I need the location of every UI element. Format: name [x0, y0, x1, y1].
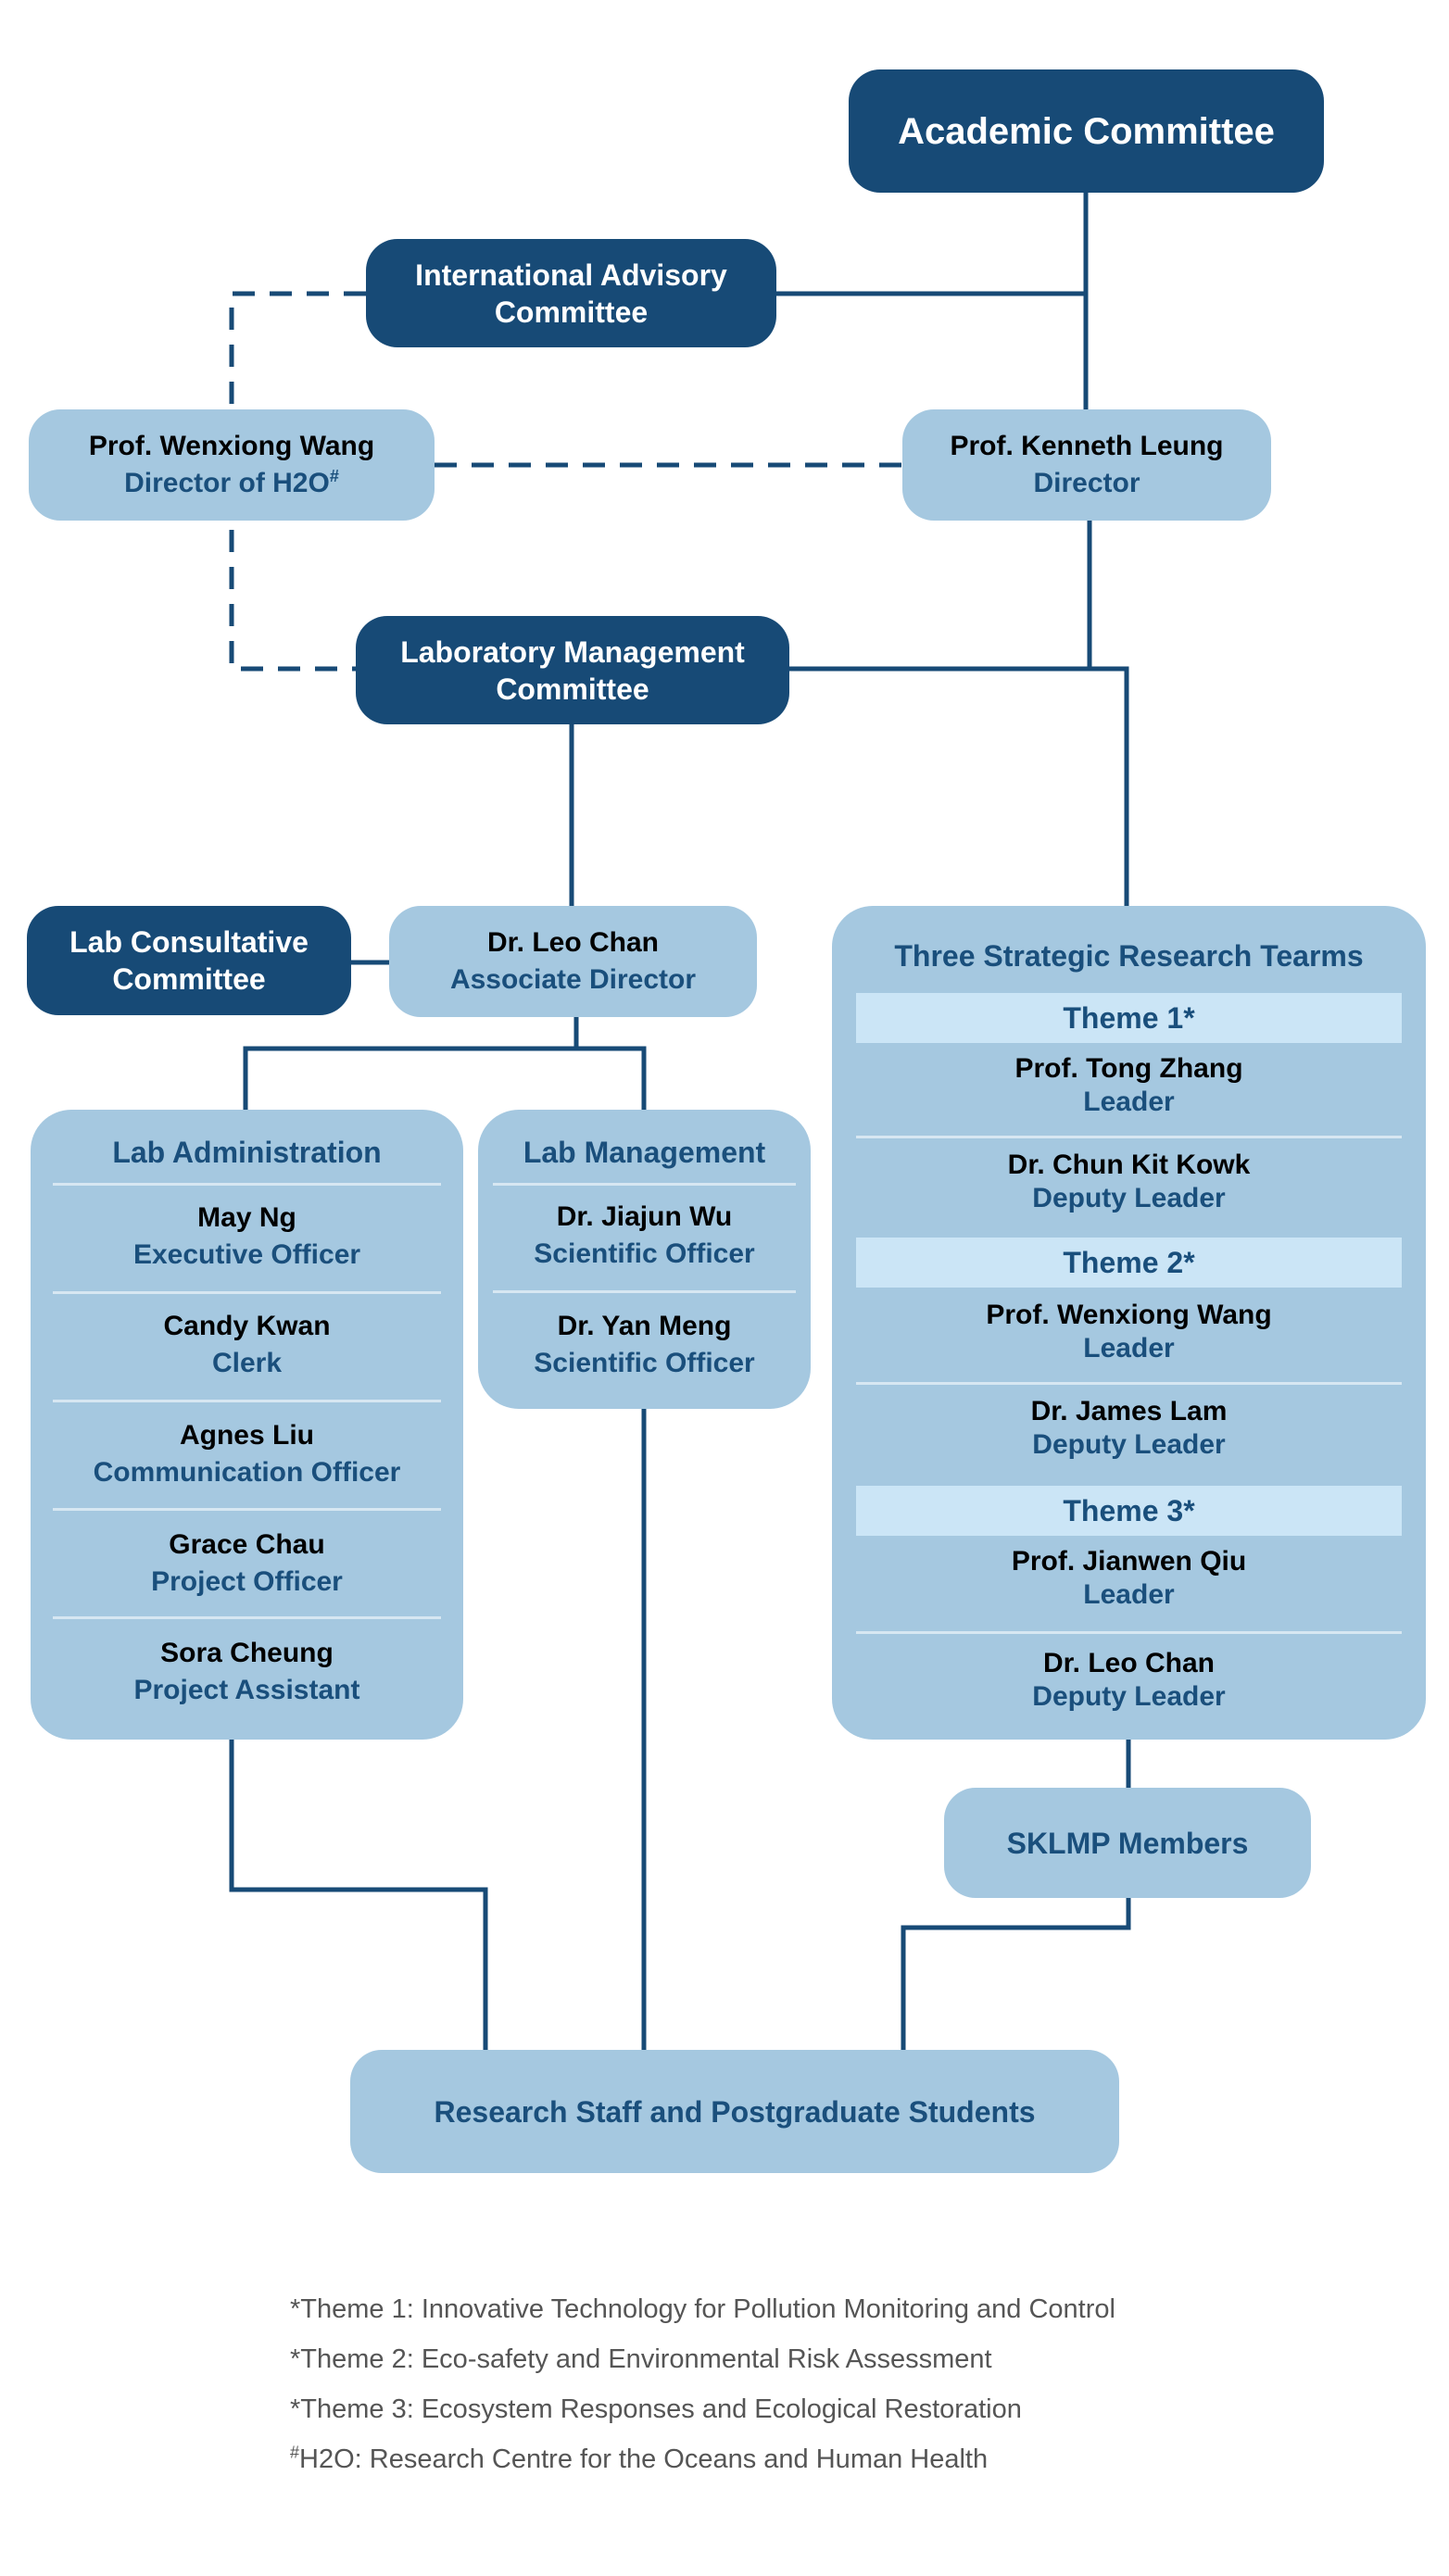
member-role: Deputy Leader [1032, 1429, 1226, 1460]
lab-admin-member: Grace Chau Project Officer [31, 1527, 463, 1601]
footnote-h2o-text: H2O: Research Centre for the Oceans and … [299, 2444, 989, 2474]
international-advisory-label-line1: International Advisory [415, 258, 727, 292]
separator [53, 1400, 441, 1402]
lab-management-panel: Lab Management Dr. Jiajun Wu Scientific … [478, 1110, 811, 1409]
lab-admin-member: Sora Cheung Project Assistant [31, 1635, 463, 1709]
member-name: Dr. Leo Chan [1042, 1648, 1216, 1678]
member-role: Executive Officer [132, 1239, 361, 1270]
member-role: Clerk [211, 1348, 283, 1378]
theme-member: Dr. Leo Chan Deputy Leader [832, 1647, 1426, 1714]
member-role: Deputy Leader [1032, 1681, 1226, 1712]
connector-dashed-left [229, 291, 366, 672]
member-role: Leader [1083, 1579, 1175, 1610]
research-teams-title: Three Strategic Research Tearms [894, 939, 1364, 973]
member-name: Prof. Jianwen Qiu [1011, 1546, 1247, 1577]
research-staff-label: Research Staff and Postgraduate Students [434, 2094, 1036, 2129]
kenneth-leung-role: Director [1033, 468, 1140, 498]
theme-1-band: Theme 1* [856, 993, 1402, 1043]
theme-member: Prof. Wenxiong Wang Leader [832, 1299, 1426, 1365]
separator [493, 1183, 796, 1186]
theme-member: Prof. Tong Zhang Leader [832, 1052, 1426, 1119]
member-role: Scientific Officer [534, 1238, 755, 1269]
theme-2-band: Theme 2* [856, 1238, 1402, 1288]
separator [856, 1631, 1402, 1634]
international-advisory-committee-node: International Advisory Committee [366, 239, 776, 347]
footnote-theme-1: *Theme 1: Innovative Technology for Poll… [290, 2294, 1115, 2324]
lab-mgmt-member: Dr. Jiajun Wu Scientific Officer [478, 1199, 811, 1273]
member-name: Grace Chau [169, 1529, 325, 1560]
member-name: Sora Cheung [160, 1638, 334, 1668]
member-name: Candy Kwan [163, 1311, 331, 1341]
connector-admin-staff [229, 1739, 488, 2050]
leo-chan-role: Associate Director [449, 964, 697, 995]
member-name: May Ng [197, 1202, 296, 1233]
lab-administration-title: Lab Administration [112, 1136, 382, 1169]
international-advisory-label-line2: Committee [494, 295, 649, 329]
connector-labmgmt-teams [788, 666, 1129, 906]
academic-committee-node: Academic Committee [849, 69, 1324, 193]
lab-admin-member: Candy Kwan Clerk [31, 1308, 463, 1382]
academic-committee-label: Academic Committee [898, 110, 1275, 152]
member-role: Leader [1083, 1333, 1175, 1363]
separator [53, 1183, 441, 1186]
member-name: Prof. Tong Zhang [1014, 1053, 1243, 1084]
lab-consultative-committee-node: Lab Consultative Committee [27, 906, 351, 1015]
lab-consultative-label-line2: Committee [112, 962, 266, 996]
connector-leo-split [243, 1016, 647, 1110]
theme-member: Dr. Chun Kit Kowk Deputy Leader [832, 1149, 1426, 1215]
separator [856, 1136, 1402, 1138]
member-role: Deputy Leader [1032, 1183, 1226, 1213]
footnote-h2o: #H2O: Research Centre for the Oceans and… [290, 2444, 988, 2475]
lab-management-title: Lab Management [523, 1136, 766, 1169]
separator [53, 1291, 441, 1294]
separator [493, 1290, 796, 1293]
member-name: Dr. Yan Meng [557, 1311, 732, 1341]
member-name: Agnes Liu [179, 1420, 314, 1451]
theme-member: Prof. Jianwen Qiu Leader [832, 1545, 1426, 1612]
member-role: Project Officer [151, 1566, 343, 1597]
theme-3-band: Theme 3* [856, 1486, 1402, 1536]
leo-chan-node: Dr. Leo Chan Associate Director [389, 906, 757, 1017]
member-name: Dr. Jiajun Wu [556, 1201, 733, 1232]
lab-admin-member: May Ng Executive Officer [31, 1200, 463, 1274]
member-name: Prof. Wenxiong Wang [986, 1300, 1272, 1330]
wenxiong-wang-node: Prof. Wenxiong Wang Director of H2O# [29, 409, 435, 521]
separator [53, 1508, 441, 1511]
sklmp-members-node: SKLMP Members [944, 1788, 1311, 1898]
wenxiong-wang-name: Prof. Wenxiong Wang [88, 431, 375, 461]
separator [856, 1382, 1402, 1385]
separator [53, 1616, 441, 1619]
lab-mgmt-member: Dr. Yan Meng Scientific Officer [478, 1308, 811, 1382]
member-role: Project Assistant [133, 1675, 360, 1705]
theme-member: Dr. James Lam Deputy Leader [832, 1395, 1426, 1462]
member-role: Scientific Officer [534, 1348, 755, 1378]
sklmp-members-label: SKLMP Members [1006, 1826, 1249, 1860]
connector-sklmp-staff [901, 1896, 1131, 2050]
lab-mgmt-committee-label-line2: Committee [496, 672, 649, 706]
leo-chan-name: Dr. Leo Chan [486, 927, 660, 958]
member-role: Communication Officer [93, 1457, 401, 1488]
laboratory-management-committee-node: Laboratory Management Committee [356, 616, 789, 724]
member-name: Dr. James Lam [1030, 1396, 1228, 1426]
footnote-theme-2: *Theme 2: Eco-safety and Environmental R… [290, 2344, 992, 2374]
research-staff-node: Research Staff and Postgraduate Students [350, 2050, 1119, 2173]
footnote-h2o-mark: # [290, 2443, 300, 2462]
lab-administration-panel: Lab Administration May Ng Executive Offi… [31, 1110, 463, 1740]
wenxiong-wang-role: Director of H2O# [124, 467, 339, 498]
footnote-theme-3: *Theme 3: Ecosystem Responses and Ecolog… [290, 2394, 1022, 2424]
lab-admin-member: Agnes Liu Communication Officer [31, 1417, 463, 1491]
member-role: Leader [1083, 1087, 1175, 1117]
kenneth-leung-name: Prof. Kenneth Leung [950, 431, 1224, 461]
member-name: Dr. Chun Kit Kowk [1007, 1150, 1251, 1180]
research-teams-panel: Three Strategic Research Tearms Theme 1*… [832, 906, 1426, 1740]
lab-consultative-label-line1: Lab Consultative [69, 925, 309, 959]
lab-mgmt-committee-label-line1: Laboratory Management [400, 635, 745, 669]
kenneth-leung-node: Prof. Kenneth Leung Director [902, 409, 1271, 521]
